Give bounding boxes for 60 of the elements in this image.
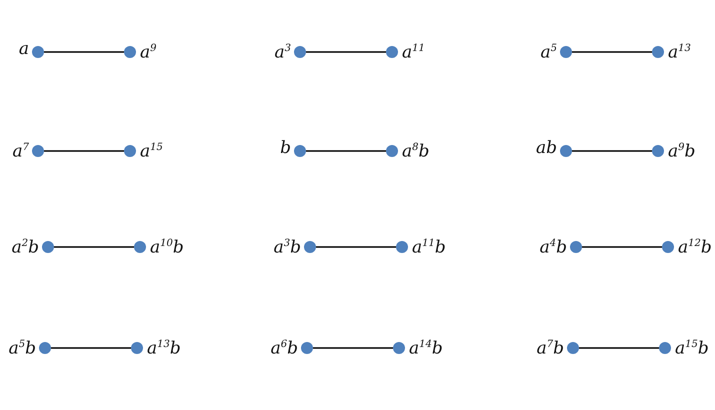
- vertex-label: a$^{6}$b: [270, 338, 298, 359]
- vertex-label: b: [280, 138, 291, 158]
- connector-line: [316, 246, 396, 248]
- node-dot: [124, 145, 136, 157]
- node-dot: [32, 46, 44, 58]
- node-dot: [659, 342, 671, 354]
- node-dot: [301, 342, 313, 354]
- connector-line: [313, 347, 393, 349]
- connector-line: [306, 150, 386, 152]
- connector-line: [44, 150, 124, 152]
- vertex-label: ab: [536, 138, 557, 158]
- connector-line: [306, 51, 386, 53]
- vertex-label: a$^{14}$b: [409, 338, 443, 359]
- vertex-label: a$^{7}$b: [536, 338, 564, 359]
- node-dot: [560, 145, 572, 157]
- vertex-label: a$^{4}$b: [540, 236, 567, 258]
- node-dot: [652, 46, 664, 58]
- node-dot: [567, 342, 579, 354]
- connector-line: [44, 51, 124, 53]
- vertex-label: a$^{2}$b: [12, 236, 39, 258]
- connector-line: [572, 150, 652, 152]
- vertex-label: a$^{5}$: [540, 42, 557, 63]
- vertex-label: a$^{15}$b: [675, 338, 709, 359]
- node-dot: [570, 241, 582, 253]
- vertex-label: a$^{11}$: [402, 42, 425, 63]
- vertex-label: a$^{5}$b: [8, 338, 36, 359]
- connector-line: [572, 51, 652, 53]
- connector-line: [51, 347, 131, 349]
- vertex-label: a$^{9}$b: [668, 140, 696, 162]
- node-dot: [560, 46, 572, 58]
- node-dot: [294, 145, 306, 157]
- vertex-label: a$^{8}$b: [402, 140, 430, 162]
- vertex-label: a$^{10}$b: [150, 236, 184, 258]
- node-dot: [39, 342, 51, 354]
- vertex-label: a$^{3}$b: [274, 236, 301, 258]
- node-dot: [386, 46, 398, 58]
- vertex-label: a$^{9}$: [140, 42, 157, 63]
- node-dot: [304, 241, 316, 253]
- connector-line: [582, 246, 662, 248]
- vertex-label: a$^{13}$b: [147, 338, 181, 359]
- vertex-label: a$^{3}$: [274, 42, 291, 63]
- node-dot: [32, 145, 44, 157]
- vertex-label: a$^{7}$: [12, 140, 29, 162]
- node-dot: [131, 342, 143, 354]
- node-dot: [662, 241, 674, 253]
- vertex-label: a$^{11}$b: [412, 236, 446, 258]
- vertex-label: a$^{15}$: [140, 140, 163, 162]
- connector-line: [579, 347, 659, 349]
- node-dot: [42, 241, 54, 253]
- node-dot: [386, 145, 398, 157]
- vertex-label: a: [18, 39, 29, 59]
- node-dot: [134, 241, 146, 253]
- node-dot: [652, 145, 664, 157]
- node-dot: [124, 46, 136, 58]
- node-dot: [294, 46, 306, 58]
- node-dot: [396, 241, 408, 253]
- vertex-label: a$^{12}$b: [678, 236, 712, 258]
- connector-line: [54, 246, 134, 248]
- node-dot: [393, 342, 405, 354]
- vertex-label: a$^{13}$: [668, 42, 691, 63]
